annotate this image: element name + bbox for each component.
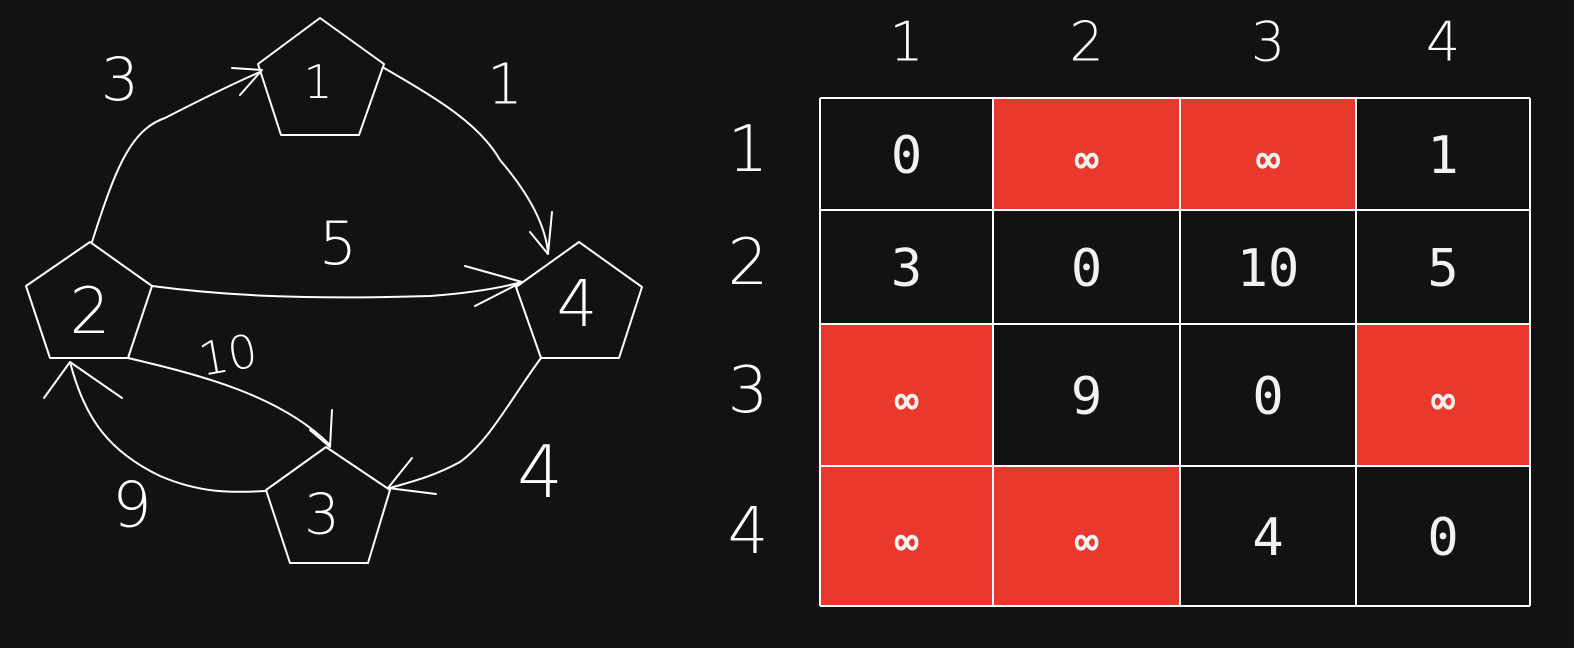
matrix-value-4-3: 4 [1252,508,1283,568]
matrix-col-header-4: 4 [1426,11,1460,74]
matrix-cell-2-1 [820,210,993,324]
matrix-cell-3-4 [1356,324,1530,466]
matrix-value-3-3: 0 [1252,367,1283,427]
graph-node-3-label: 3 [304,483,340,548]
matrix-row-header-2: 2 [728,226,769,300]
adjacency-matrix: 0 ∞ ∞ 1 3 0 10 5 ∞ 9 0 ∞ ∞ ∞ 4 0 1 2 3 4 1 2 3 4 [728,11,1531,607]
edge-3-to-2-line [69,361,267,493]
matrix-cell-3-2 [993,324,1180,466]
matrix-value-1-4: 1 [1427,126,1458,186]
edge-3-to-2-arrowhead [43,361,123,399]
matrix-value-4-2: ∞ [1074,519,1098,565]
graph-node-2-label: 2 [70,275,111,349]
edge-3-to-2-weight: 9 [112,469,151,542]
matrix-value-3-4: ∞ [1431,378,1455,424]
edge-2-to-3-weight: 10 [194,323,261,386]
matrix-value-1-1: 0 [891,126,922,186]
matrix-cell-4-3 [1180,466,1356,606]
matrix-value-3-1: ∞ [894,378,918,424]
matrix-cell-3-3 [1180,324,1356,466]
edge-1-to-4-weight: 1 [487,53,523,118]
matrix-cell-4-2 [993,466,1180,606]
matrix-col-header-1: 1 [889,11,923,74]
matrix-cell-4-1 [820,466,993,606]
edge-2-to-1-arrowhead [231,67,263,96]
matrix-value-1-2: ∞ [1074,137,1098,183]
matrix-row-headers: 1 2 3 4 [728,113,769,569]
edge-2-to-3-line [127,357,331,446]
matrix-row-header-3: 3 [728,354,769,428]
graph: 1 2 3 4 3 1 5 10 9 [25,17,643,564]
edge-2-to-1-weight: 3 [101,45,139,115]
edge-2-to-4-weight: 5 [319,209,357,279]
edge-4-to-3-line [389,357,542,489]
matrix-row-header-1: 1 [728,113,769,187]
matrix-row-header-4: 4 [728,495,769,569]
matrix-value-2-4: 5 [1427,239,1458,299]
graph-node-2 [25,241,153,359]
graph-node-4 [515,241,643,359]
edge-2-to-1-line [91,71,261,243]
matrix-cell-2-4 [1356,210,1530,324]
graph-node-1-label: 1 [303,55,332,109]
matrix-value-4-1: ∞ [894,519,918,565]
edge-2-to-4-arrowhead [464,265,523,307]
graph-node-3 [265,446,391,564]
matrix-value-4-4: 0 [1427,508,1458,568]
matrix-value-2-3: 10 [1237,239,1300,299]
edge-2-to-4-line [151,281,523,299]
matrix-cell-1-4 [1356,98,1530,210]
edge-1-to-4-line [383,67,549,253]
matrix-col-headers: 1 2 3 4 [889,11,1460,74]
matrix-value-1-3: ∞ [1256,137,1280,183]
matrix-value-3-2: 9 [1071,367,1102,427]
edge-2-to-3-arrowhead [309,409,333,448]
edge-4-to-3-arrowhead [387,457,437,495]
matrix-cell-2-2 [993,210,1180,324]
matrix-col-header-2: 2 [1069,11,1103,74]
matrix-col-header-3: 3 [1251,11,1285,74]
edge-4-to-3-weight: 4 [517,430,563,514]
matrix-value-2-2: 0 [1071,239,1102,299]
matrix-cell-1-1 [820,98,993,210]
matrix-cells: 0 ∞ ∞ 1 3 0 10 5 ∞ 9 0 ∞ ∞ ∞ 4 0 [820,98,1530,606]
matrix-cell-4-4 [1356,466,1530,606]
edge-1-to-4-arrowhead [529,211,553,255]
matrix-grid [819,97,1531,607]
matrix-cell-2-3 [1180,210,1356,324]
matrix-value-2-1: 3 [891,239,922,299]
graph-node-1 [257,17,385,136]
graph-node-4-label: 4 [557,268,598,342]
matrix-cell-3-1 [820,324,993,466]
matrix-cell-1-3 [1180,98,1356,210]
matrix-cell-1-2 [993,98,1180,210]
